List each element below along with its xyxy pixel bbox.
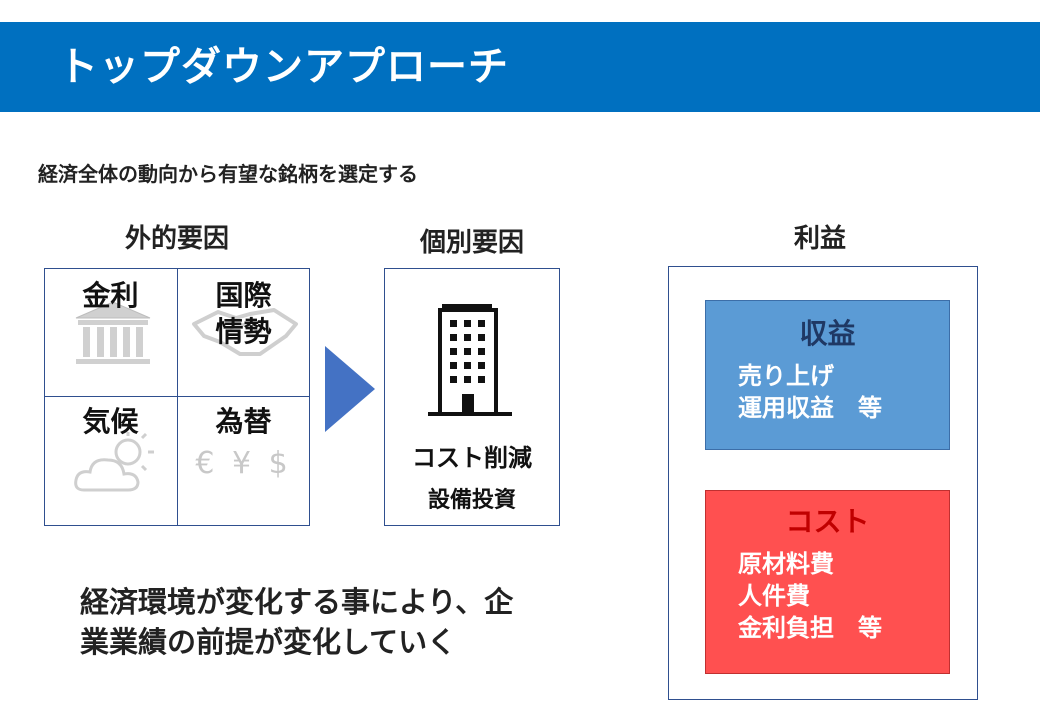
arrow-right-icon: [325, 346, 375, 432]
revenue-items: 売り上げ 運用収益 等: [738, 360, 882, 424]
cost-item: 人件費: [738, 582, 810, 610]
cost-item: 原材料費: [738, 550, 834, 578]
individual-factors-box: [384, 268, 560, 526]
revenue-box: [705, 300, 950, 450]
statement-line2: 業業績の前提が変化していく: [80, 625, 457, 659]
cell-world-affairs: 国際 情勢: [177, 278, 310, 350]
revenue-item: 売り上げ: [738, 362, 834, 390]
bank-icon: [70, 298, 156, 370]
building-icon: [426, 300, 514, 420]
world-affairs-line2: 情勢: [215, 315, 272, 348]
profit-label: 利益: [793, 224, 846, 254]
cost-box: [705, 490, 950, 674]
summary-statement: 経済環境が変化する事により、企 業業績の前提が変化していく: [80, 582, 600, 662]
world-affairs-line1: 国際: [215, 279, 272, 312]
profit-box: [668, 266, 978, 700]
cost-items: 原材料費 人件費 金利負担 等: [738, 548, 882, 644]
statement-line1: 経済環境が変化する事により、企: [80, 585, 514, 619]
individual-line1: コスト削減: [412, 444, 532, 472]
subtitle: 経済全体の動向から有望な銘柄を選定する: [38, 162, 418, 186]
page-title: トップダウンアプローチ: [58, 44, 509, 90]
individual-factors-label: 個別要因: [419, 228, 524, 258]
cell-weather: 気候: [82, 405, 139, 438]
revenue-title: 収益: [799, 317, 856, 350]
grid-divider-vertical: [177, 268, 178, 526]
external-factors-label: 外的要因: [124, 224, 229, 254]
weather-icon: [72, 430, 162, 496]
handshake-icon: [190, 302, 300, 362]
currency-symbols: € ¥ $: [195, 446, 292, 481]
grid-divider-horizontal: [44, 396, 310, 397]
revenue-item: 運用収益 等: [738, 394, 882, 422]
cell-exchange-rate: 為替: [215, 405, 272, 438]
individual-line2: 設備投資: [427, 488, 516, 513]
cell-interest-rate: 金利: [82, 279, 139, 312]
cost-title: コスト: [785, 505, 870, 538]
cost-item: 金利負担 等: [738, 614, 882, 642]
title-banner: [0, 22, 1040, 112]
